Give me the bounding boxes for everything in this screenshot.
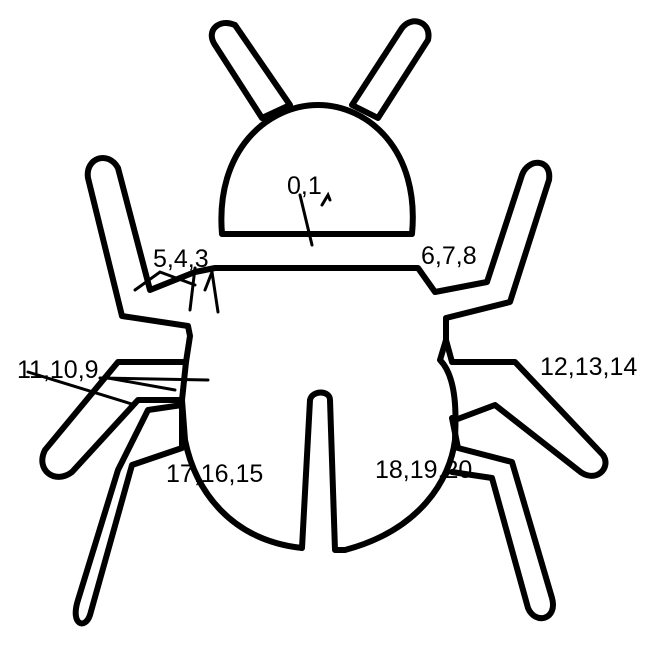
head-pointer-2 xyxy=(320,191,332,207)
back-left-leg xyxy=(72,402,185,627)
label-middle-right-leg: 12,13,14 xyxy=(540,353,637,381)
label-front-right-leg: 6,7,8 xyxy=(421,242,477,270)
label-back-right-leg: 18,19,20 xyxy=(375,456,472,484)
middle-left-leg xyxy=(39,359,189,480)
front-left-pointer-b xyxy=(188,266,197,312)
label-middle-left-leg: 11,10,9 xyxy=(17,356,99,384)
middle-left-pointer-c xyxy=(106,376,177,392)
head-pointer xyxy=(298,193,314,247)
right-antenna xyxy=(349,18,432,121)
label-back-left-leg: 17,16,15 xyxy=(166,460,263,488)
bug-body xyxy=(84,155,553,553)
front-left-pointer-a xyxy=(133,270,197,292)
bug-head xyxy=(218,102,416,237)
middle-right-leg xyxy=(443,337,609,479)
label-head: 0,1 xyxy=(287,172,322,200)
front-left-pointer-c xyxy=(203,266,220,314)
back-right-leg xyxy=(449,415,556,622)
middle-left-pointer-a xyxy=(26,370,137,407)
left-antenna xyxy=(208,20,293,121)
label-front-left-leg: 5,4,3 xyxy=(153,245,209,273)
